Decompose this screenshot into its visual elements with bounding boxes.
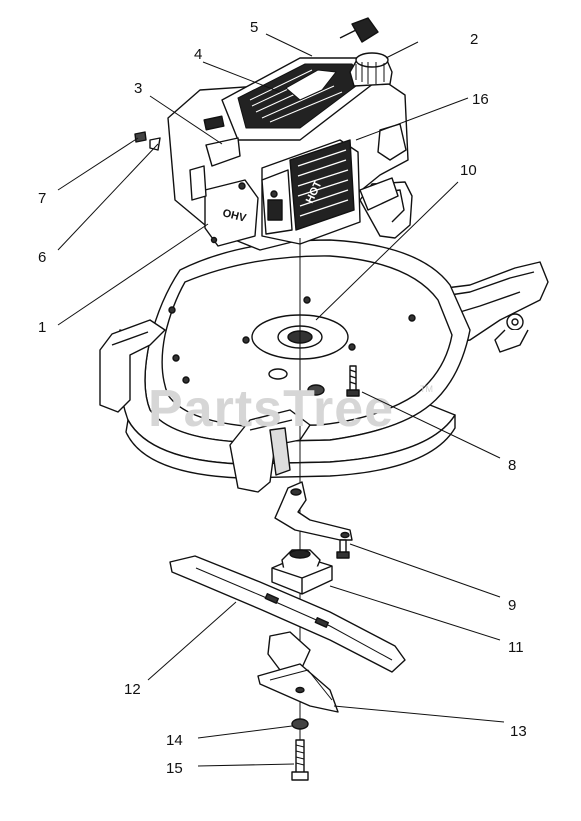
callout-6: 6 xyxy=(38,249,46,266)
callout-5: 5 xyxy=(250,19,258,36)
blade-stiffener xyxy=(257,631,339,713)
callout-labels: 1 2 3 4 5 6 7 8 9 10 11 12 13 14 15 16 xyxy=(38,19,527,777)
muffler-guard: HOT xyxy=(261,139,361,245)
watermark-trademark: TM xyxy=(420,384,433,394)
callout-9: 9 xyxy=(508,597,516,614)
callout-11: 11 xyxy=(508,639,524,656)
fuel-cap xyxy=(349,52,393,87)
blade-assembly xyxy=(169,481,406,781)
callout-4: 4 xyxy=(194,46,202,63)
watermark: PartsTree TM xyxy=(148,380,433,438)
callout-14: 14 xyxy=(166,732,183,749)
engine: OHV HOT xyxy=(134,17,409,251)
blade-adapter-bracket xyxy=(274,481,353,559)
mower-blade xyxy=(169,555,406,673)
callout-7: 7 xyxy=(38,190,46,207)
ohv-badge-label: OHV xyxy=(221,207,248,225)
callout-2: 2 xyxy=(470,31,478,48)
air-filter-grille xyxy=(237,63,365,129)
callout-15: 15 xyxy=(166,760,183,777)
callout-12: 12 xyxy=(124,681,141,698)
mower-deck xyxy=(99,181,549,493)
callout-16: 16 xyxy=(472,91,489,108)
callout-8: 8 xyxy=(508,457,516,474)
leader-lines xyxy=(57,33,505,767)
callout-1: 1 xyxy=(38,319,46,336)
callout-13: 13 xyxy=(510,723,527,740)
callout-3: 3 xyxy=(134,80,142,97)
watermark-text: PartsTree xyxy=(148,380,394,438)
blade-hub xyxy=(271,549,333,595)
spark-plug xyxy=(339,17,379,43)
callout-10: 10 xyxy=(460,162,477,179)
blade-bolt xyxy=(291,739,309,781)
